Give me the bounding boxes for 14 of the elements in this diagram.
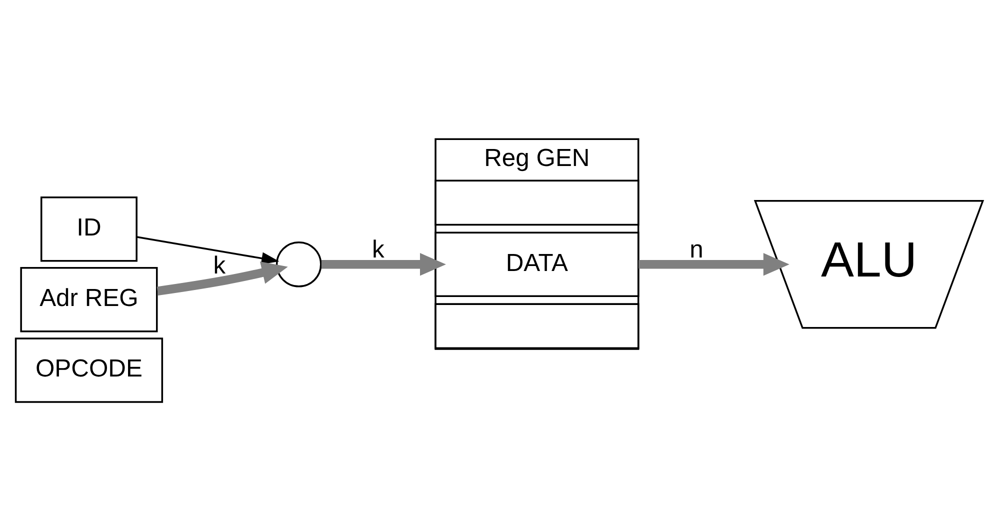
node-box: OPCODE [14, 337, 164, 402]
node-circle [276, 240, 322, 287]
arrow [638, 252, 790, 276]
node-box [434, 302, 640, 349]
node-box: ID [40, 196, 138, 262]
arrow [321, 252, 446, 276]
edge-label: k [213, 252, 226, 280]
edge-label: k [372, 236, 384, 264]
arrow [136, 236, 280, 264]
arrow [156, 261, 288, 295]
edge-label: n [690, 236, 704, 264]
node-box: Adr REG [20, 266, 158, 332]
node-box: DATA [434, 231, 640, 296]
node-box [434, 179, 640, 226]
